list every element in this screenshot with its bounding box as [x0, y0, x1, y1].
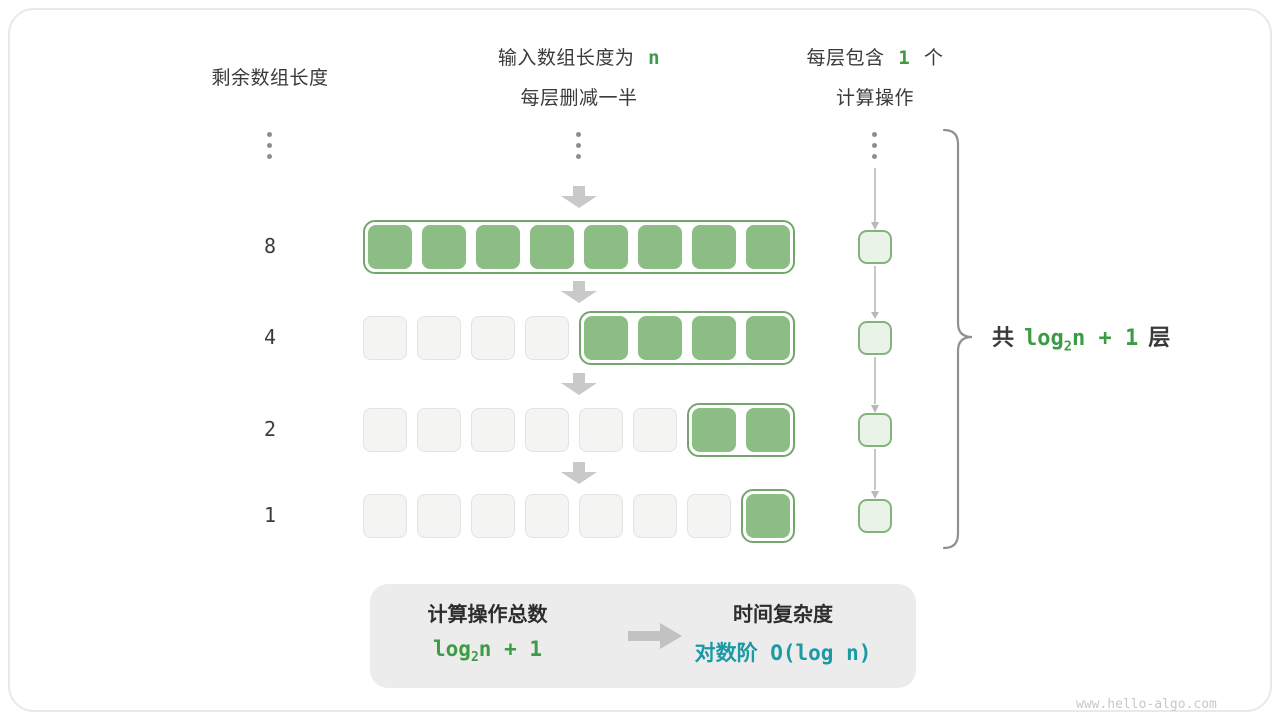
array-cell-empty — [363, 316, 407, 360]
array-cell-active — [692, 316, 736, 360]
array-cell-active — [692, 408, 736, 452]
array-cell-active — [746, 408, 790, 452]
array-cell-empty — [525, 408, 569, 452]
row-label-4: 4 — [263, 325, 277, 349]
down-arrow-icon — [561, 281, 597, 303]
array-cell-empty — [525, 316, 569, 360]
header-operations-prefix: 每层包含 — [806, 48, 885, 69]
column-header-remaining-length: 剩余数组长度 — [150, 63, 390, 90]
header-input-array-var-n: n — [648, 47, 661, 69]
operation-cell — [858, 321, 892, 355]
summary-right-block: 时间复杂度 对数阶 O(log n) — [675, 602, 891, 667]
array-cell-empty — [687, 494, 731, 538]
layers-brace — [942, 128, 973, 550]
array-cell-empty — [417, 408, 461, 452]
array-cell-active — [692, 225, 736, 269]
header-operations-line1: 每层包含 1 个 — [765, 38, 985, 79]
array-row-1 — [363, 489, 795, 543]
ellipsis-dots-array — [576, 132, 581, 159]
array-row-8 — [363, 220, 795, 274]
header-input-array-line2: 每层删减一半 — [520, 88, 638, 109]
summary-left-formula: log2n + 1 — [433, 637, 542, 666]
array-cell-active — [530, 225, 574, 269]
header-input-array-prefix: 输入数组长度为 — [497, 48, 635, 69]
column-header-input-array: 输入数组长度为 n 每层删减一半 — [420, 38, 738, 119]
header-operations-line2: 计算操作 — [835, 88, 914, 109]
active-subarray-group — [363, 220, 795, 274]
array-cell-empty — [579, 408, 623, 452]
layer-count-prefix: 共 — [992, 325, 1015, 350]
array-cell-empty — [471, 408, 515, 452]
header-operations-suffix: 个 — [924, 48, 944, 69]
ellipsis-dots-labels — [267, 132, 272, 159]
array-cell-empty — [471, 316, 515, 360]
watermark: www.hello-algo.com — [1076, 697, 1217, 712]
array-cell-active — [746, 225, 790, 269]
array-cell-empty — [417, 316, 461, 360]
operation-cell — [858, 413, 892, 447]
layer-count-label: 共 log2n + 1 层 — [992, 320, 1170, 354]
row-label-8: 8 — [263, 234, 277, 258]
ellipsis-dots-ops — [872, 132, 877, 159]
array-cell-empty — [633, 408, 677, 452]
down-arrow-icon — [561, 186, 597, 208]
array-cell-active — [638, 225, 682, 269]
right-arrow-icon — [628, 623, 682, 649]
summary-left-title: 计算操作总数 — [427, 604, 548, 626]
down-arrow-icon — [561, 373, 597, 395]
summary-right-title: 时间复杂度 — [733, 604, 833, 626]
layer-count-formula: log2n + 1 — [1024, 326, 1139, 355]
header-remaining-length-text: 剩余数组长度 — [211, 68, 329, 89]
array-row-4 — [363, 311, 795, 365]
array-cell-empty — [633, 494, 677, 538]
array-cell-empty — [363, 408, 407, 452]
array-cell-active — [422, 225, 466, 269]
summary-left-block: 计算操作总数 log2n + 1 — [380, 602, 595, 665]
array-cell-empty — [525, 494, 569, 538]
active-subarray-group — [687, 403, 795, 457]
down-arrow-icon — [561, 462, 597, 484]
row-label-1: 1 — [263, 503, 277, 527]
header-operations-count: 1 — [898, 47, 911, 69]
array-cell-active — [746, 316, 790, 360]
array-cell-empty — [471, 494, 515, 538]
array-cell-empty — [579, 494, 623, 538]
layer-count-suffix: 层 — [1148, 325, 1171, 350]
active-subarray-group — [579, 311, 795, 365]
active-subarray-group — [741, 489, 795, 543]
array-cell-active — [476, 225, 520, 269]
array-cell-active — [638, 316, 682, 360]
array-row-2 — [363, 403, 795, 457]
summary-right-formula: 对数阶 O(log n) — [694, 641, 872, 665]
array-cell-empty — [363, 494, 407, 538]
array-cell-empty — [417, 494, 461, 538]
row-label-2: 2 — [263, 417, 277, 441]
ops-flow-connector — [871, 168, 879, 499]
header-input-array-line1: 输入数组长度为 n — [420, 38, 738, 79]
array-cell-active — [746, 494, 790, 538]
operation-cell — [858, 499, 892, 533]
array-cell-active — [584, 316, 628, 360]
array-cell-active — [368, 225, 412, 269]
operation-cell — [858, 230, 892, 264]
array-cell-active — [584, 225, 628, 269]
summary-box: 计算操作总数 log2n + 1 时间复杂度 对数阶 O(log n) — [370, 584, 916, 688]
column-header-operations: 每层包含 1 个 计算操作 — [765, 38, 985, 119]
